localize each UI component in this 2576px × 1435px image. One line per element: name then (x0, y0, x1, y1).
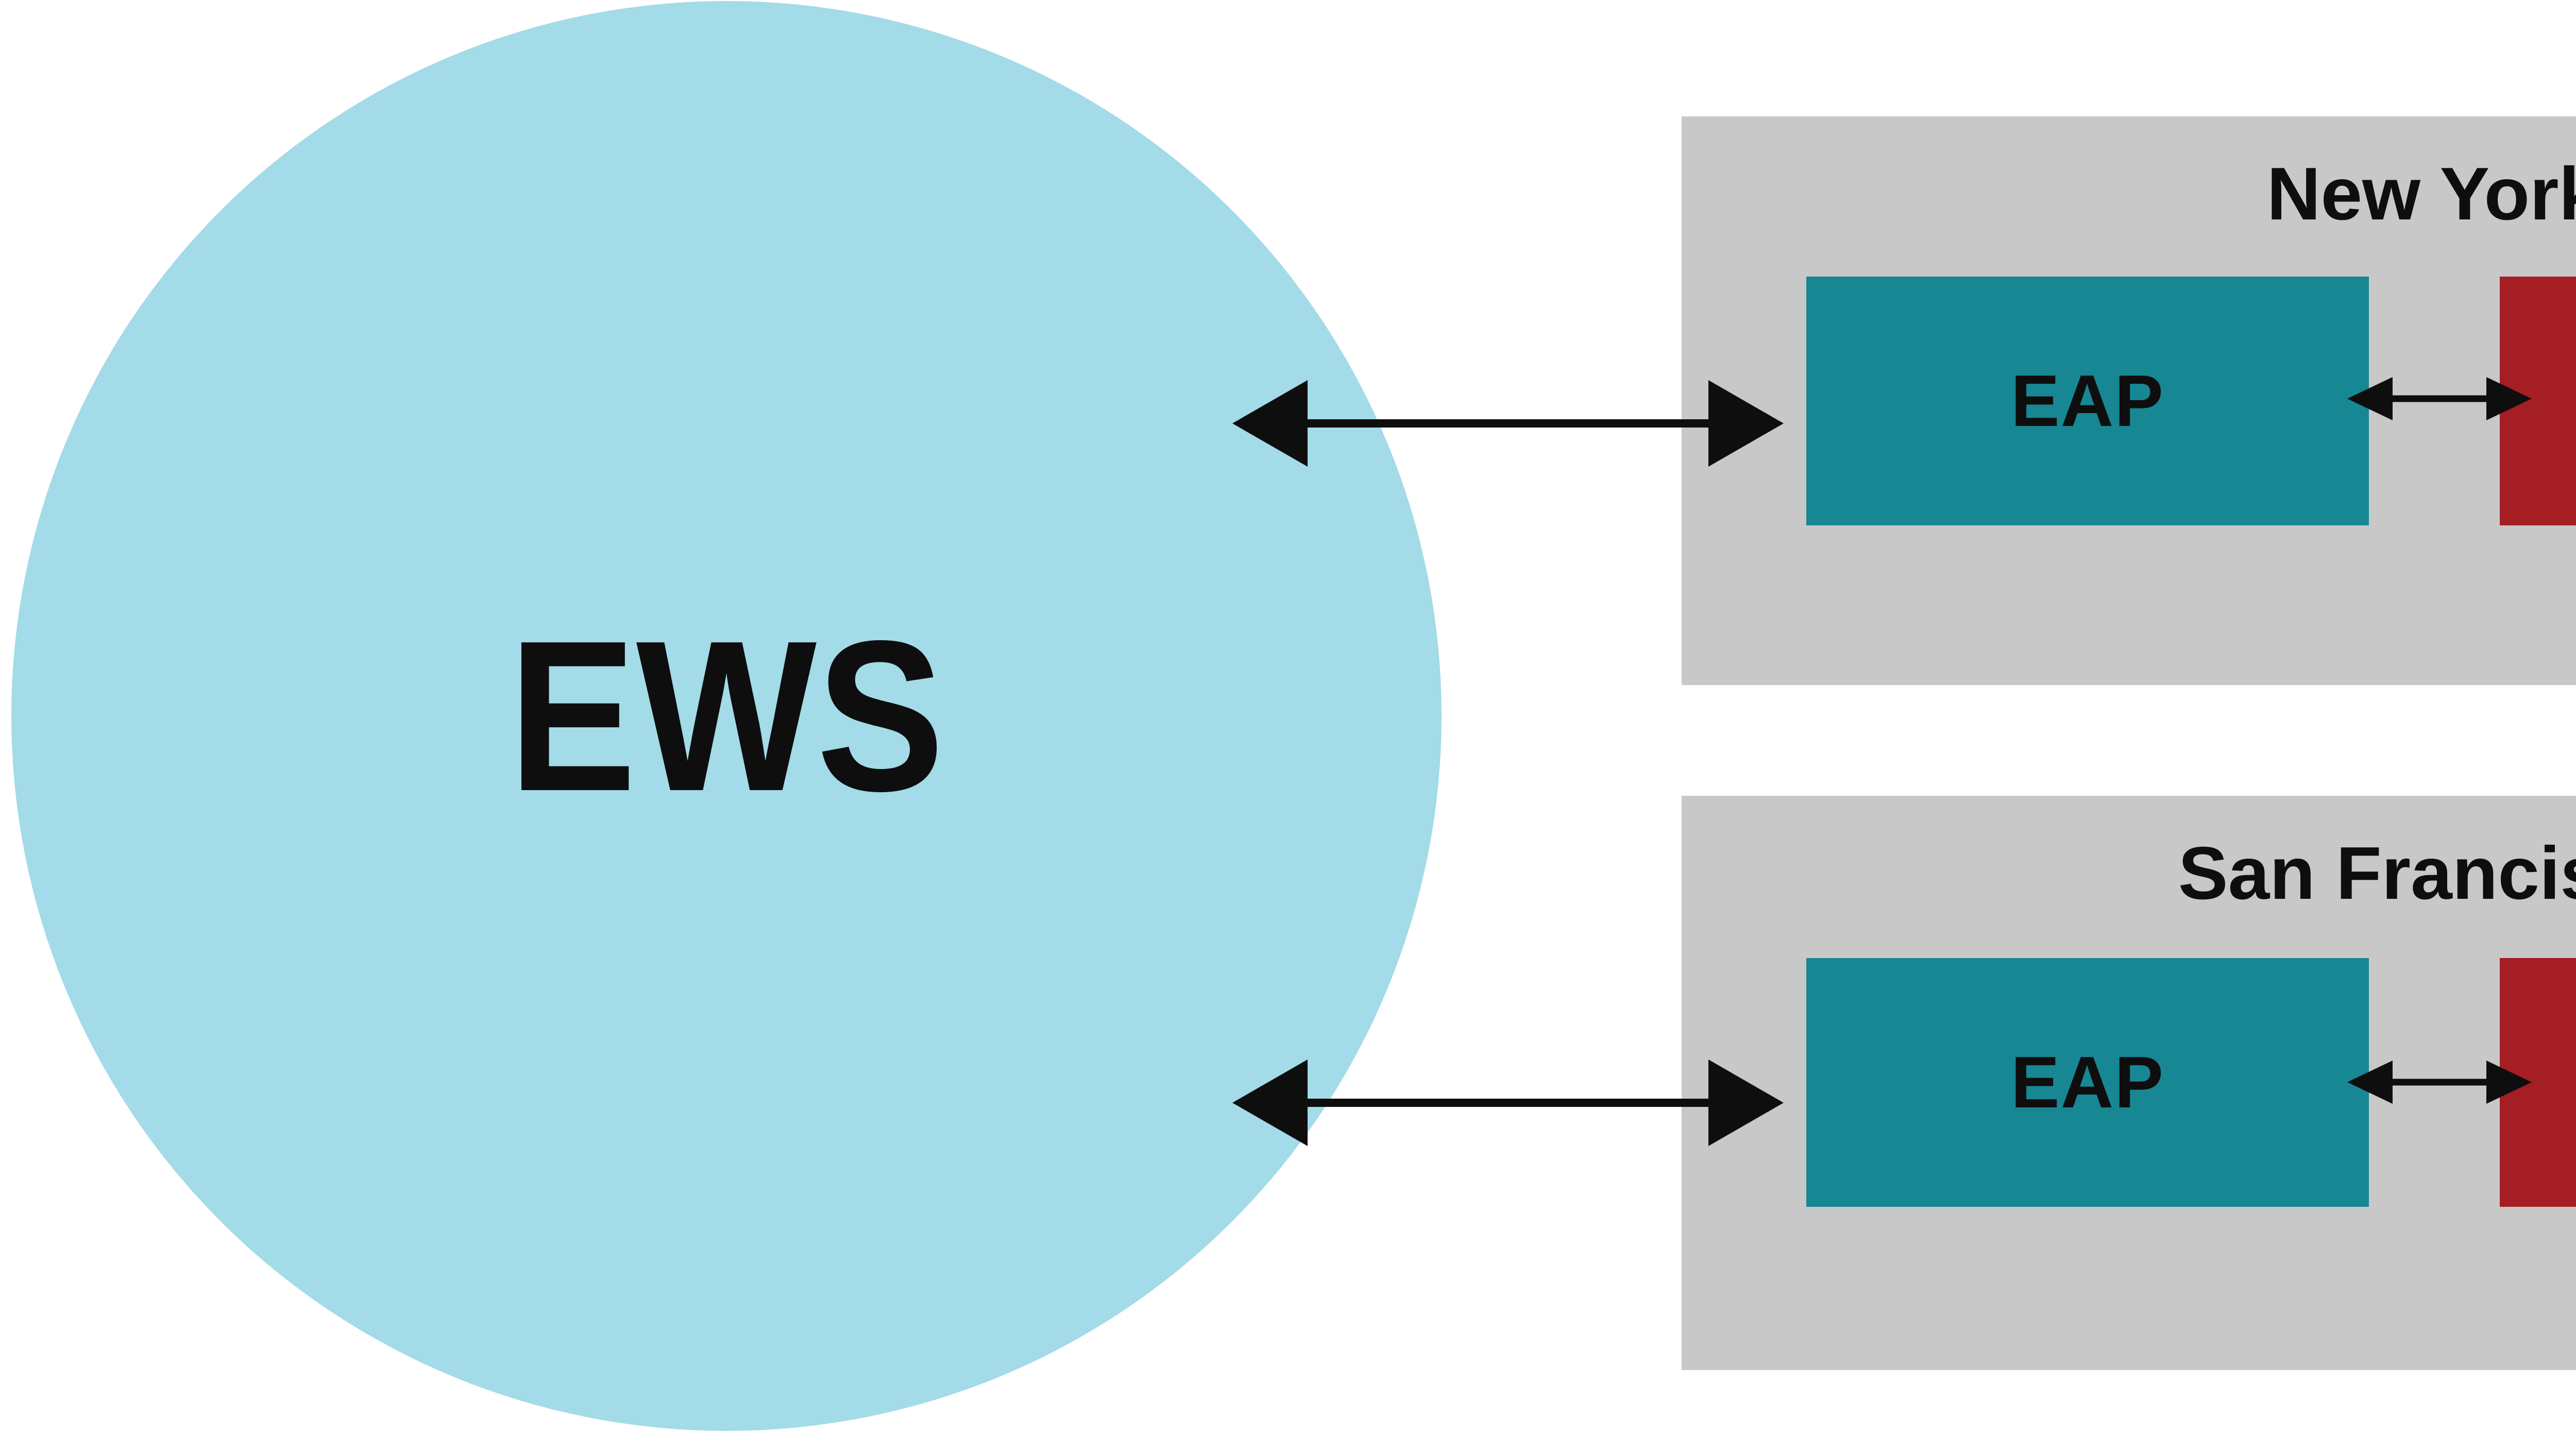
jdg-box-new-york: JDG (2500, 277, 2576, 525)
eap-box-san-francisco: EAP (1806, 958, 2369, 1207)
jdg-box-san-francisco: JDG (2500, 958, 2576, 1207)
region-label-new-york: New York (2266, 152, 2576, 235)
eap-label-san-francisco: EAP (2011, 1041, 2164, 1123)
region-new-york: New York EAP JDG (1682, 116, 2576, 685)
eap-box-new-york: EAP (1806, 277, 2369, 525)
region-label-san-francisco: San Francisco (2178, 831, 2576, 915)
ews-circle: EWS (11, 1, 1442, 1431)
ews-label: EWS (509, 596, 944, 836)
region-san-francisco: San Francisco EAP JDG (1682, 796, 2576, 1370)
eap-label-new-york: EAP (2011, 360, 2164, 442)
